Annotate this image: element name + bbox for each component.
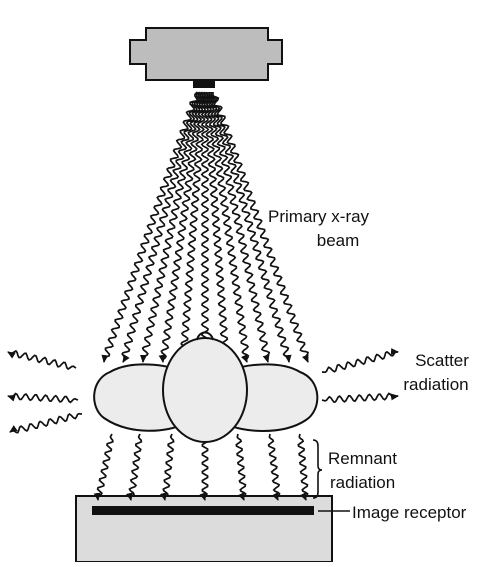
primary-ray: [205, 91, 250, 363]
primary-beam-label-line2: beam: [317, 231, 360, 250]
scatter-label: Scatter: [415, 351, 469, 370]
remnant-ray: [125, 433, 143, 501]
patient-torso-icon: [93, 331, 319, 443]
scatter-ray-left: [7, 392, 79, 404]
primary-ray: [158, 91, 205, 363]
scatter-ray-left: [7, 349, 77, 371]
scatter-ray-right: [321, 392, 399, 404]
scatter-ray-right: [321, 348, 399, 374]
primary-beam-rays: [101, 91, 310, 363]
scatter-radiation-rays: [7, 348, 399, 434]
remnant-ray: [199, 433, 209, 501]
primary-ray: [101, 91, 199, 363]
primary-ray: [200, 91, 211, 363]
primary-ray: [208, 91, 271, 363]
remnant-bracket: [312, 439, 323, 499]
remnant-label-line2: radiation: [330, 473, 395, 492]
primary-ray: [121, 91, 201, 363]
x-ray-tube-icon: [129, 27, 283, 88]
table-base: [75, 495, 333, 563]
remnant-ray: [93, 433, 114, 501]
primary-ray: [210, 91, 292, 363]
primary-ray: [203, 91, 231, 363]
remnant-ray: [267, 433, 281, 501]
remnant-radiation-rays: [93, 433, 309, 501]
remnant-ray: [159, 433, 175, 501]
primary-ray: [139, 91, 203, 363]
remnant-ray: [297, 433, 309, 501]
primary-beam-label: Primary x-ray: [268, 207, 370, 226]
primary-ray: [212, 92, 310, 363]
image-receptor-icon: [92, 506, 314, 515]
remnant-ray: [235, 433, 247, 501]
primary-ray: [179, 91, 207, 363]
scatter-label-line2: radiation: [403, 375, 468, 394]
remnant-label: Remnant: [328, 449, 397, 468]
scatter-ray-left: [9, 412, 83, 434]
image-receptor-label: Image receptor: [352, 503, 467, 522]
